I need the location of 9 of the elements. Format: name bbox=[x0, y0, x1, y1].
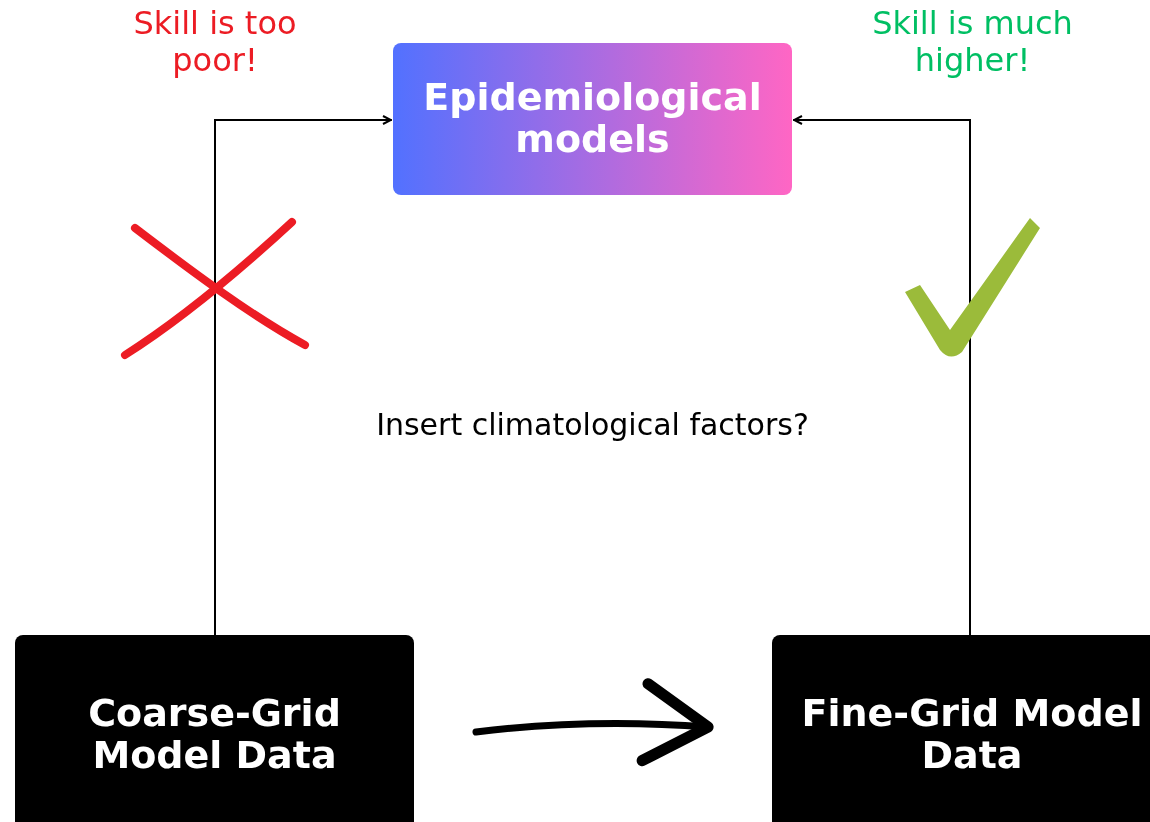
arrow bbox=[214, 115, 392, 636]
process-box: Epidemiological models bbox=[393, 43, 792, 195]
arrow bbox=[793, 115, 971, 636]
note-text: Skill is much higher! bbox=[871, 5, 1074, 79]
process-box: Coarse-Grid Model Data bbox=[15, 635, 414, 822]
arrow bbox=[472, 678, 714, 767]
note-text: Insert climatological factors? bbox=[375, 408, 810, 443]
process-box: Fine-Grid Model Data bbox=[772, 635, 1150, 822]
note-text: Skill is too poor! bbox=[132, 5, 298, 79]
